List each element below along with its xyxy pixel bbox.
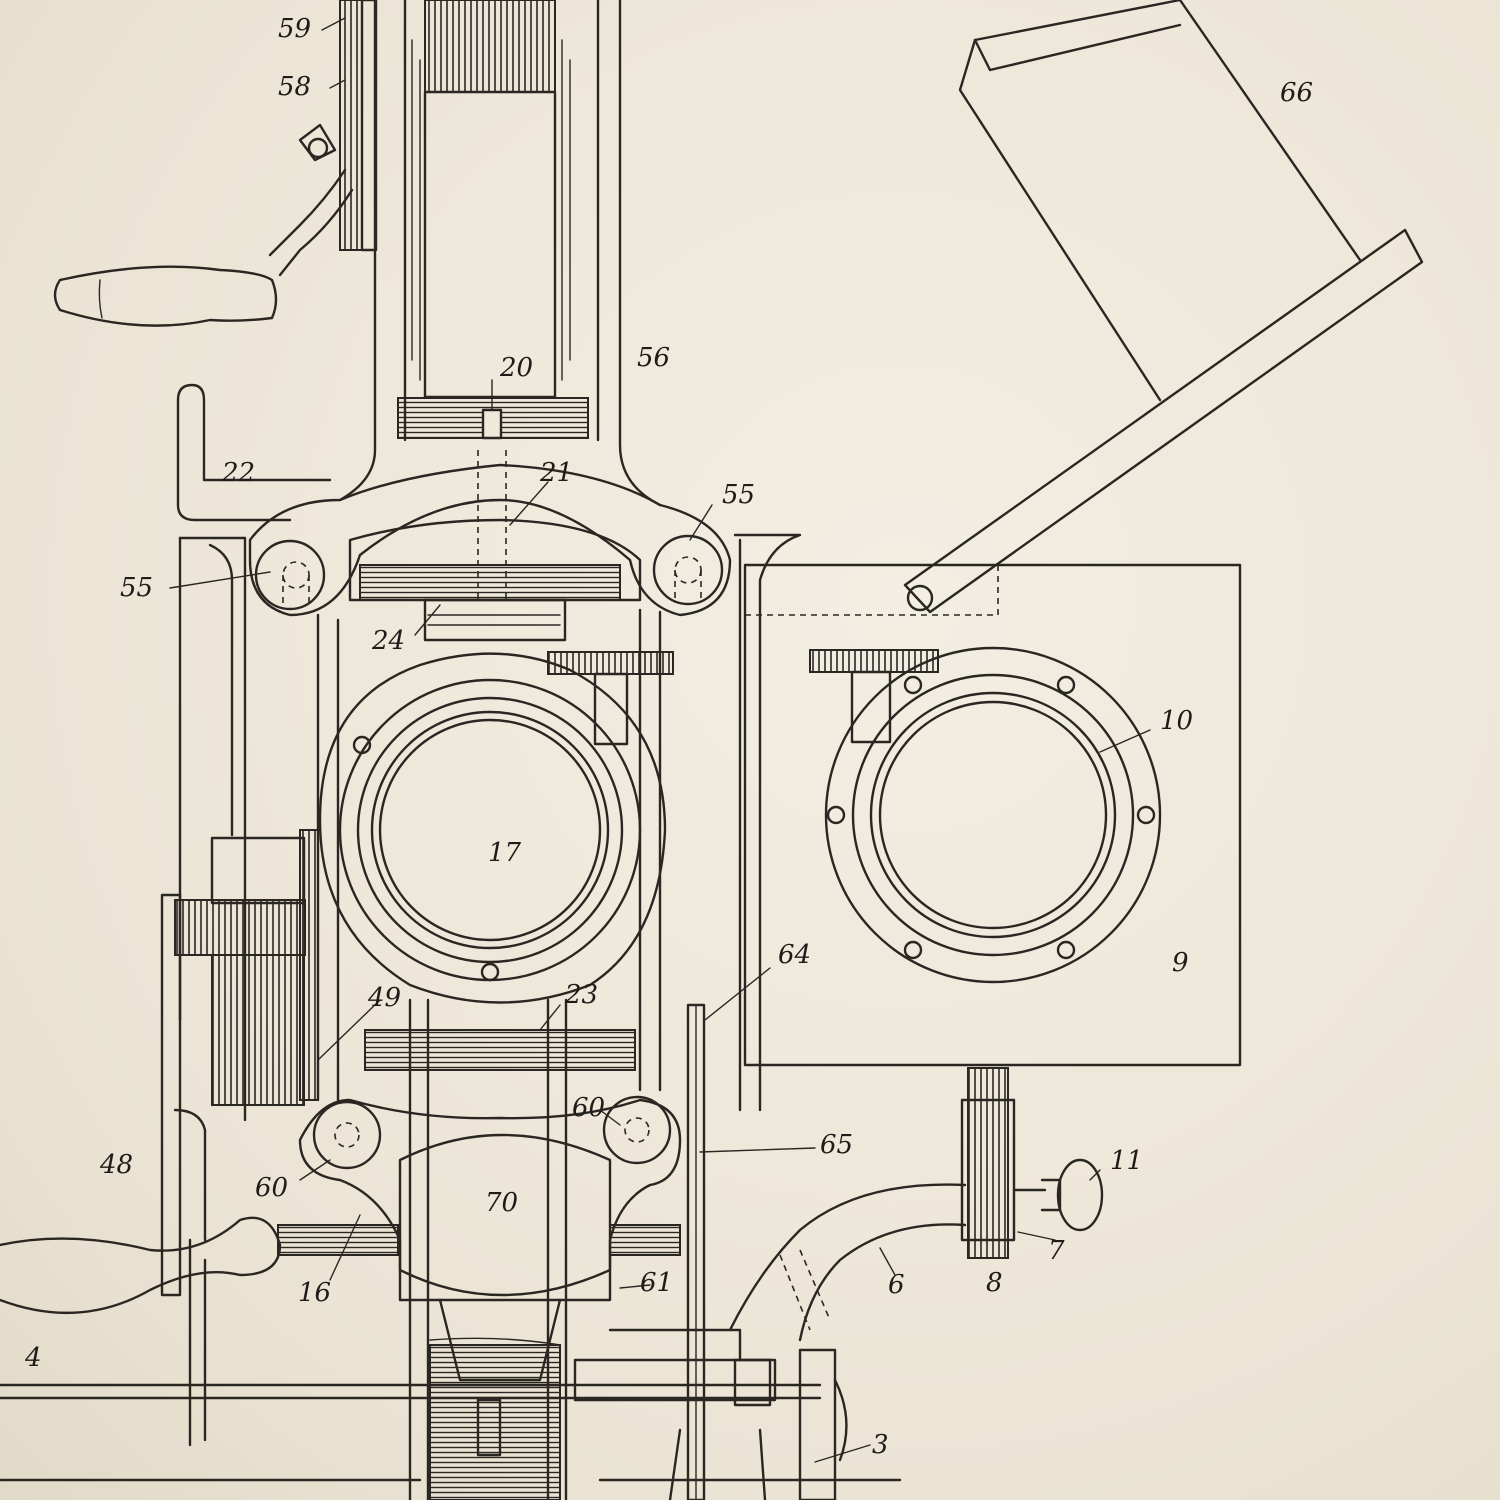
lens-17-assembly — [318, 651, 674, 1004]
left-gear-train — [0, 829, 319, 1447]
ref-numeral-21: 21 — [540, 458, 574, 488]
base-plate — [0, 1328, 902, 1500]
ref-numeral-55-left: 55 — [120, 573, 154, 603]
arm-and-shade-66 — [903, 0, 1424, 614]
ref-numeral-56: 56 — [637, 343, 671, 373]
ref-numeral-10: 10 — [1160, 706, 1194, 736]
ref-numeral-24: 24 — [372, 626, 406, 656]
ref-numeral-20: 20 — [500, 353, 534, 383]
lever-22 — [176, 383, 332, 522]
ref-numeral-66: 66 — [1280, 78, 1314, 108]
gas-burner-valve — [728, 1067, 1104, 1342]
belt-64 — [686, 1003, 706, 1500]
ref-numeral-16: 16 — [298, 1278, 332, 1308]
ref-numeral-48: 48 — [100, 1150, 134, 1180]
ref-numeral-7: 7 — [1048, 1236, 1065, 1266]
leader-lines — [169, 17, 1151, 1463]
ref-numeral-61: 61 — [640, 1268, 674, 1298]
ref-numeral-4: 4 — [25, 1343, 42, 1373]
lantern-box-9 — [743, 563, 1242, 1067]
ref-numeral-64: 64 — [778, 940, 812, 970]
upper-film-housing — [338, 0, 662, 507]
ref-numeral-6: 6 — [888, 1270, 905, 1300]
ref-numeral-65: 65 — [820, 1130, 854, 1160]
ref-numeral-22: 22 — [222, 458, 256, 488]
ref-numeral-9: 9 — [1172, 948, 1189, 978]
crank-handle-assembly — [53, 0, 378, 327]
ref-numeral-23: 23 — [565, 980, 599, 1010]
ref-numeral-49: 49 — [368, 983, 402, 1013]
lower-sprocket-assembly — [277, 998, 682, 1500]
ref-numeral-55-right: 55 — [722, 480, 756, 510]
ref-numeral-60-left: 60 — [255, 1173, 289, 1203]
ref-numeral-11: 11 — [1110, 1146, 1144, 1176]
ref-numeral-59: 59 — [278, 14, 312, 44]
ref-numeral-60-right: 60 — [572, 1093, 606, 1123]
ref-numeral-58: 58 — [278, 72, 312, 102]
ref-numeral-3: 3 — [872, 1430, 889, 1460]
ref-numeral-8: 8 — [986, 1268, 1003, 1298]
ref-numeral-17: 17 — [488, 838, 522, 868]
ref-numeral-70: 70 — [485, 1188, 519, 1218]
